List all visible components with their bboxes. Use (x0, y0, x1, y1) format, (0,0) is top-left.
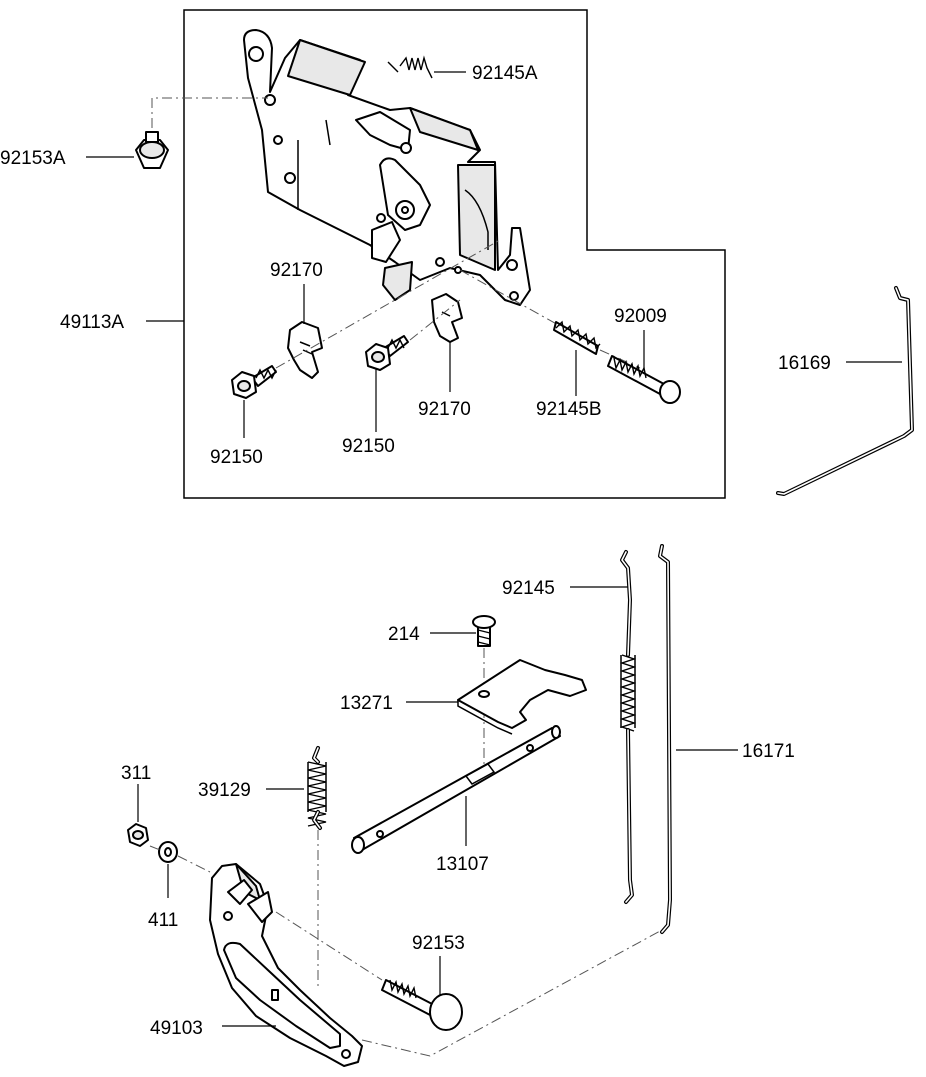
bolt-92150-right (365, 335, 409, 371)
label-92145: 92145 (502, 578, 555, 599)
bolt-92153 (381, 979, 463, 1031)
label-49113A: 49113A (60, 312, 124, 333)
spring-92145A (387, 55, 433, 79)
control-plate-assembly (243, 29, 531, 306)
spring-92145B (553, 320, 601, 355)
label-92153A: 92153A (0, 148, 66, 169)
pedal-49103 (209, 863, 363, 1067)
label-92145B: 92145B (536, 399, 602, 420)
label-92150-left: 92150 (210, 447, 263, 468)
label-411: 411 (148, 910, 178, 931)
part-labels: 92145A 92153A 92170 49113A 92009 16169 9… (0, 63, 831, 1039)
label-311: 311 (121, 763, 151, 784)
label-13107: 13107 (436, 854, 489, 875)
rod-16169 (776, 286, 914, 496)
washer-411 (158, 841, 178, 863)
label-16169: 16169 (778, 353, 831, 374)
assembly-boundary (183, 9, 726, 499)
label-16171: 16171 (742, 741, 795, 762)
clip-92170-right (431, 293, 463, 343)
nut-92153A (135, 131, 169, 169)
spring-92145 (619, 550, 637, 904)
shaft-13107 (351, 725, 561, 854)
label-39129: 39129 (198, 780, 251, 801)
nut-311 (127, 823, 149, 847)
label-92009: 92009 (614, 306, 667, 327)
spring-39129 (307, 746, 327, 830)
label-49103: 49103 (150, 1018, 203, 1039)
plate-13271 (457, 659, 587, 735)
label-92170-bottom: 92170 (418, 399, 471, 420)
label-92153: 92153 (412, 933, 465, 954)
label-13271: 13271 (340, 693, 393, 714)
screw-92009 (607, 355, 681, 404)
label-92145A: 92145A (472, 63, 538, 84)
rod-16171 (658, 544, 672, 934)
bolt-92150-left (231, 365, 277, 399)
label-92170-top: 92170 (270, 260, 323, 281)
label-92150-right: 92150 (342, 436, 395, 457)
leader-lines (86, 71, 902, 1027)
clip-92170-left (287, 321, 323, 379)
label-214: 214 (388, 624, 420, 645)
screw-214 (472, 615, 496, 647)
